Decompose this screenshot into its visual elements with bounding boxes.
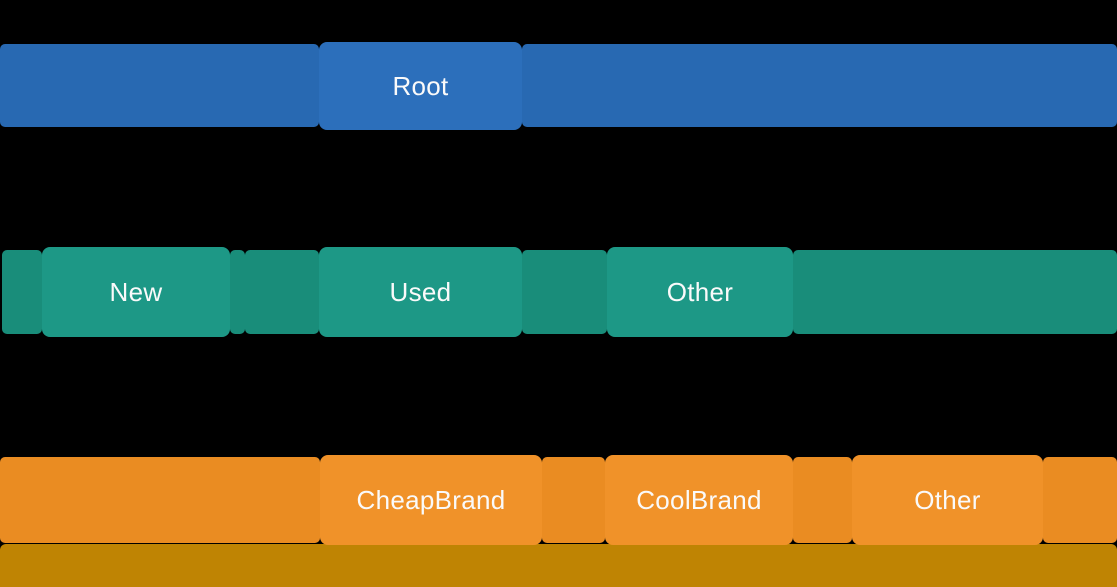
node-label: Other [914,484,981,515]
icicle-tile-l3[interactable] [0,544,1117,587]
icicle-tile-l1[interactable] [2,250,42,334]
icicle-tile-l2[interactable] [1043,457,1117,543]
icicle-tile-l0[interactable] [522,44,1117,127]
icicle-node-l1-new[interactable]: New [42,247,230,337]
icicle-tile-l2[interactable] [0,457,320,543]
icicle-node-l2-coolbrand[interactable]: CoolBrand [605,455,793,545]
icicle-tile-l0[interactable] [0,44,319,127]
icicle-tile-l1[interactable] [522,250,607,334]
node-label: CoolBrand [636,484,762,515]
icicle-tile-l1[interactable] [245,250,319,334]
icicle-node-l2-cheapbrand[interactable]: CheapBrand [320,455,542,545]
icicle-node-l2-other[interactable]: Other [852,455,1043,545]
node-label: Used [389,276,452,307]
icicle-tile-l1[interactable] [793,250,1117,334]
icicle-node-l1-other[interactable]: Other [607,247,793,337]
node-label: Root [392,70,449,101]
node-label: New [109,276,163,307]
node-label: Other [666,276,734,307]
node-label: CheapBrand [356,484,506,515]
icicle-tile-l1[interactable] [230,250,245,334]
icicle-tile-l2[interactable] [542,457,605,543]
icicle-node-l1-used[interactable]: Used [319,247,522,337]
icicle-tile-l2[interactable] [793,457,852,543]
icicle-node-l0-root[interactable]: Root [319,42,522,130]
